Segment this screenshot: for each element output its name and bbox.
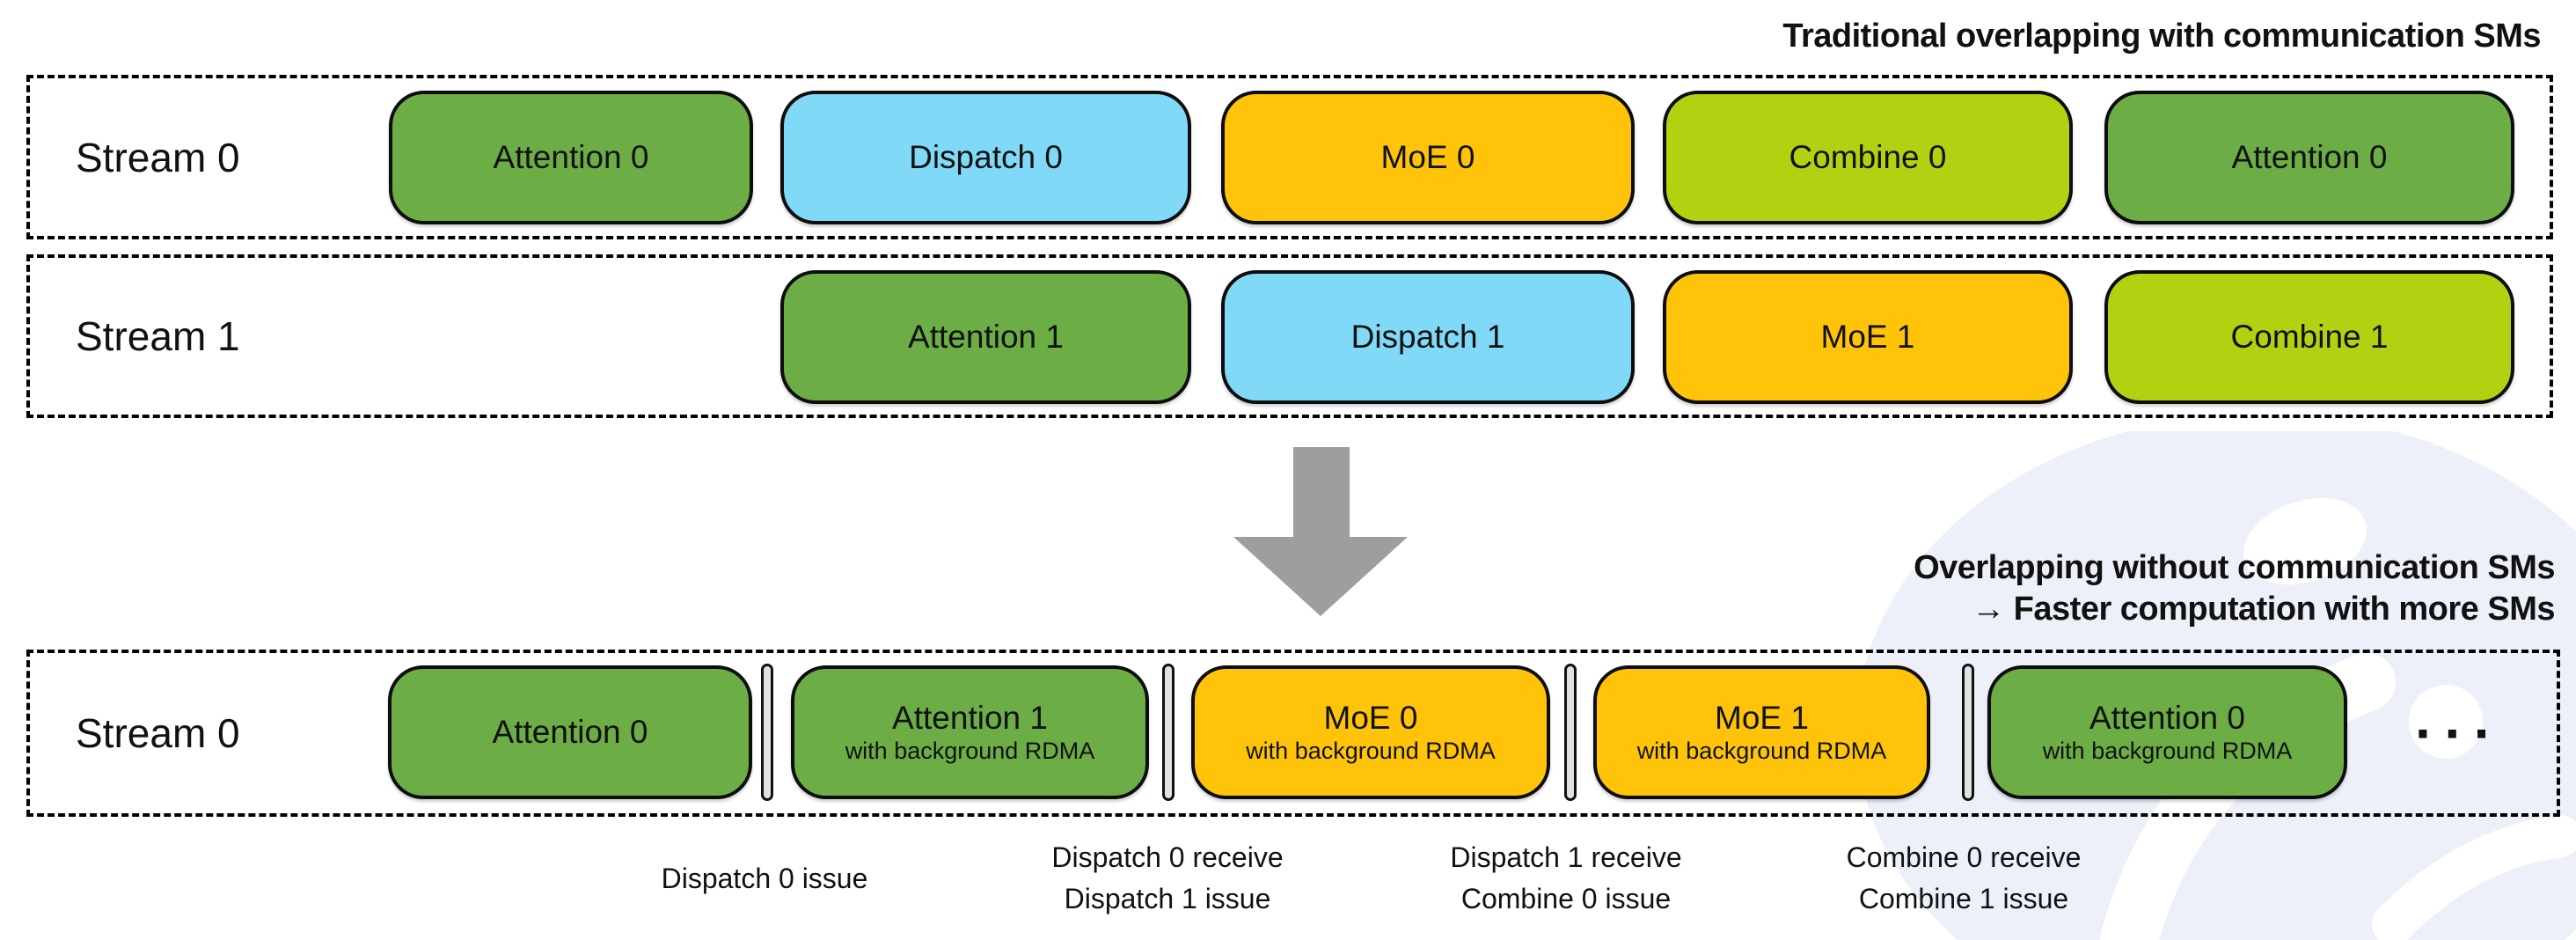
down-arrow-icon <box>1233 447 1408 616</box>
block-sublabel: with background RDMA <box>1636 738 1887 764</box>
block-label: Dispatch 0 <box>909 139 1063 175</box>
block-dispatch-1: Dispatch 1 <box>1221 270 1635 404</box>
block-attention-0: Attention 0 <box>389 91 753 224</box>
block-label: Attention 1 <box>892 700 1048 736</box>
block-attention-0: Attention 0 <box>388 665 752 799</box>
block-label: Attention 0 <box>2089 700 2245 736</box>
block-sublabel: with background RDMA <box>1246 738 1496 764</box>
block-label: Combine 1 <box>2230 319 2389 355</box>
block-sublabel: with background RDMA <box>845 738 1095 764</box>
block-attention-1-rdma: Attention 1 with background RDMA <box>791 665 1149 799</box>
block-label: Combine 0 <box>1789 139 1947 175</box>
continuation-ellipsis: ··· <box>2415 701 2503 765</box>
block-label: MoE 1 <box>1715 700 1809 736</box>
block-label: MoE 0 <box>1380 139 1475 175</box>
traditional-stream0-row: Stream 0 Attention 0 Dispatch 0 MoE 0 Co… <box>26 75 2553 239</box>
block-label: Dispatch 1 <box>1350 319 1505 355</box>
block-combine-0: Combine 0 <box>1663 91 2073 224</box>
block-moe-0: MoE 0 <box>1221 91 1635 224</box>
annotation-dispatch-0-issue: Dispatch 0 issue <box>518 836 1011 921</box>
block-moe-0-rdma: MoE 0 with background RDMA <box>1191 665 1550 799</box>
annotation-line: Dispatch 0 receive <box>1051 841 1284 873</box>
annotation-dispatch-1-receive-combine-0-issue: Dispatch 1 receive Combine 0 issue <box>1320 836 1812 921</box>
optimized-title-line2: → Faster computation with more SMs <box>1972 591 2555 628</box>
annotation-line: Dispatch 1 issue <box>1064 883 1271 914</box>
traditional-stream1-row: Stream 1 Attention 1 Dispatch 1 MoE 1 Co… <box>26 254 2553 418</box>
block-label: MoE 1 <box>1820 319 1915 355</box>
traditional-title: Traditional overlapping with communicati… <box>1782 18 2541 55</box>
block-sublabel: with background RDMA <box>2042 738 2293 764</box>
block-moe-1: MoE 1 <box>1663 270 2073 404</box>
stream-label: Stream 1 <box>76 313 240 359</box>
stream-label: Stream 0 <box>76 134 240 180</box>
annotation-line: Dispatch 1 receive <box>1450 841 1682 873</box>
block-combine-1: Combine 1 <box>2104 270 2514 404</box>
optimized-title-line1: Overlapping without communication SMs <box>1914 549 2555 586</box>
optimized-title: Overlapping without communication SMs → … <box>1914 547 2555 630</box>
block-label: Attention 0 <box>2231 139 2388 175</box>
stream-barrier-divider <box>1564 664 1577 801</box>
stream-label: Stream 0 <box>76 710 240 756</box>
block-label: Attention 0 <box>492 714 648 750</box>
stream-barrier-divider <box>1962 664 1974 801</box>
optimized-stream0-row: Stream 0 Attention 0 Attention 1 with ba… <box>26 650 2560 817</box>
annotation-line: Combine 0 issue <box>1460 883 1672 914</box>
block-attention-1: Attention 1 <box>780 270 1191 404</box>
annotation-dispatch-0-receive-dispatch-1-issue: Dispatch 0 receive Dispatch 1 issue <box>921 836 1414 921</box>
block-dispatch-0: Dispatch 0 <box>780 91 1191 224</box>
stream-barrier-divider <box>761 664 773 801</box>
annotation-combine-0-receive-combine-1-issue: Combine 0 receive Combine 1 issue <box>1717 836 2210 921</box>
annotation-line: Combine 1 issue <box>1858 883 2069 914</box>
block-attention-0-rdma: Attention 0 with background RDMA <box>1987 665 2347 799</box>
annotation-line: Dispatch 0 issue <box>661 862 868 894</box>
block-label: MoE 0 <box>1323 700 1418 736</box>
block-label: Attention 0 <box>493 139 649 175</box>
block-attention-0-next: Attention 0 <box>2104 91 2514 224</box>
block-label: Attention 1 <box>908 319 1064 355</box>
stream-barrier-divider <box>1162 664 1175 801</box>
block-moe-1-rdma: MoE 1 with background RDMA <box>1593 665 1930 799</box>
annotation-line: Combine 0 receive <box>1846 841 2082 873</box>
